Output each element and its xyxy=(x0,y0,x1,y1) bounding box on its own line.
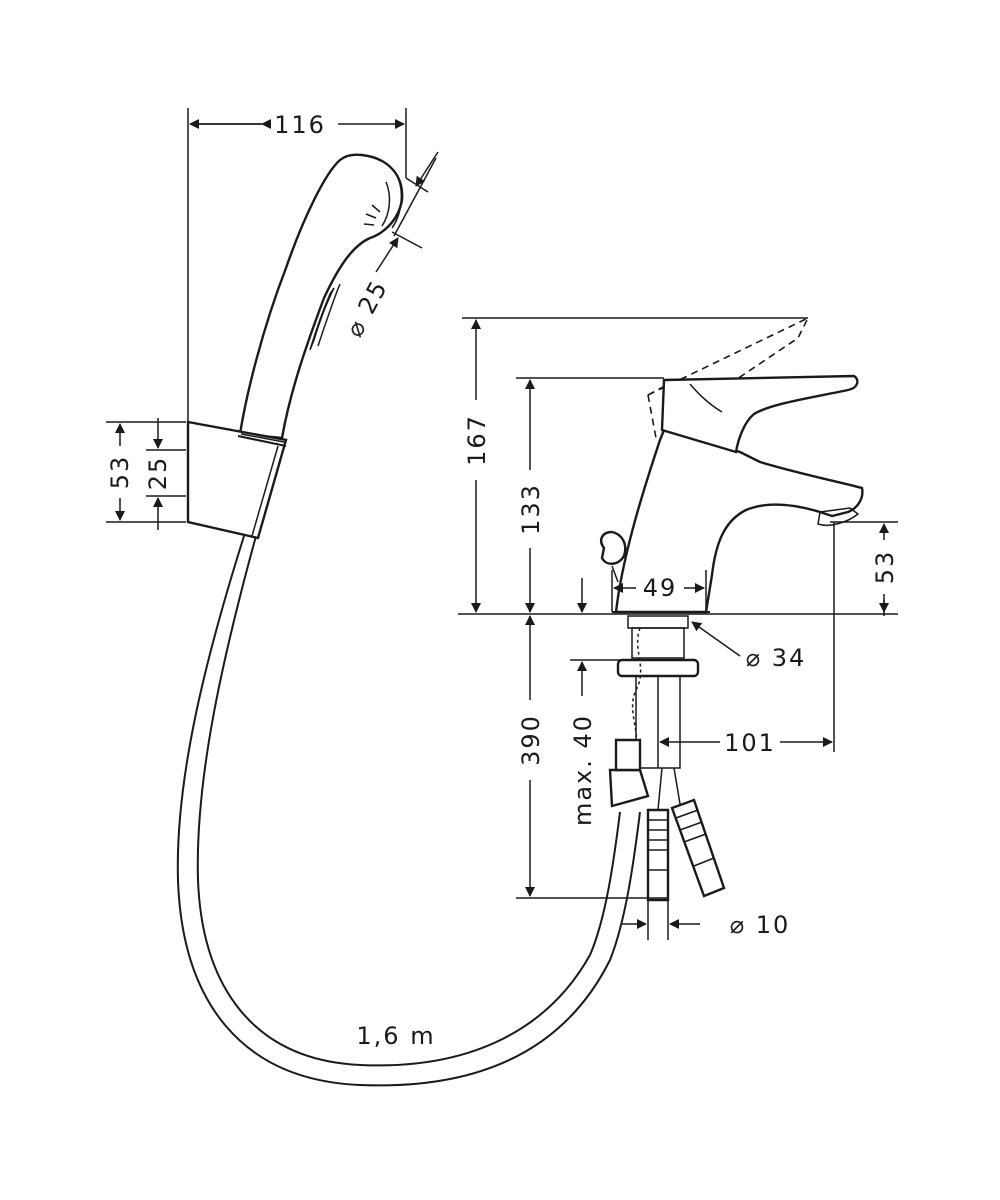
basin-mixer xyxy=(600,374,864,614)
dim-holder-25: 25 xyxy=(144,456,172,491)
dimension-labels: 116 ⌀ 25 53 25 167 133 53 49 ⌀ 34 max. 4… xyxy=(106,111,899,1050)
dimension-lines xyxy=(106,108,898,940)
hose xyxy=(176,535,641,1087)
dim-167: 167 xyxy=(463,414,491,466)
dim-spout-53: 53 xyxy=(871,550,899,585)
dim-390: 390 xyxy=(517,714,545,766)
dim-101: 101 xyxy=(724,729,776,757)
under-counter-assembly xyxy=(608,615,726,902)
dim-hose-length: 1,6 m xyxy=(356,1022,435,1050)
dim-holder-53: 53 xyxy=(106,455,134,490)
lever-raised-outline xyxy=(647,316,810,439)
dim-max-40: max. 40 xyxy=(569,714,597,826)
dim-133: 133 xyxy=(517,483,545,535)
dim-shank-diameter: ⌀ 34 xyxy=(746,644,807,672)
shower-holder xyxy=(186,420,288,540)
dim-49: 49 xyxy=(643,574,678,602)
dim-nozzle-diameter: ⌀ 25 xyxy=(340,275,393,342)
dim-116: 116 xyxy=(274,111,326,139)
dim-connector-diameter: ⌀ 10 xyxy=(730,911,791,939)
hand-shower xyxy=(238,153,404,440)
